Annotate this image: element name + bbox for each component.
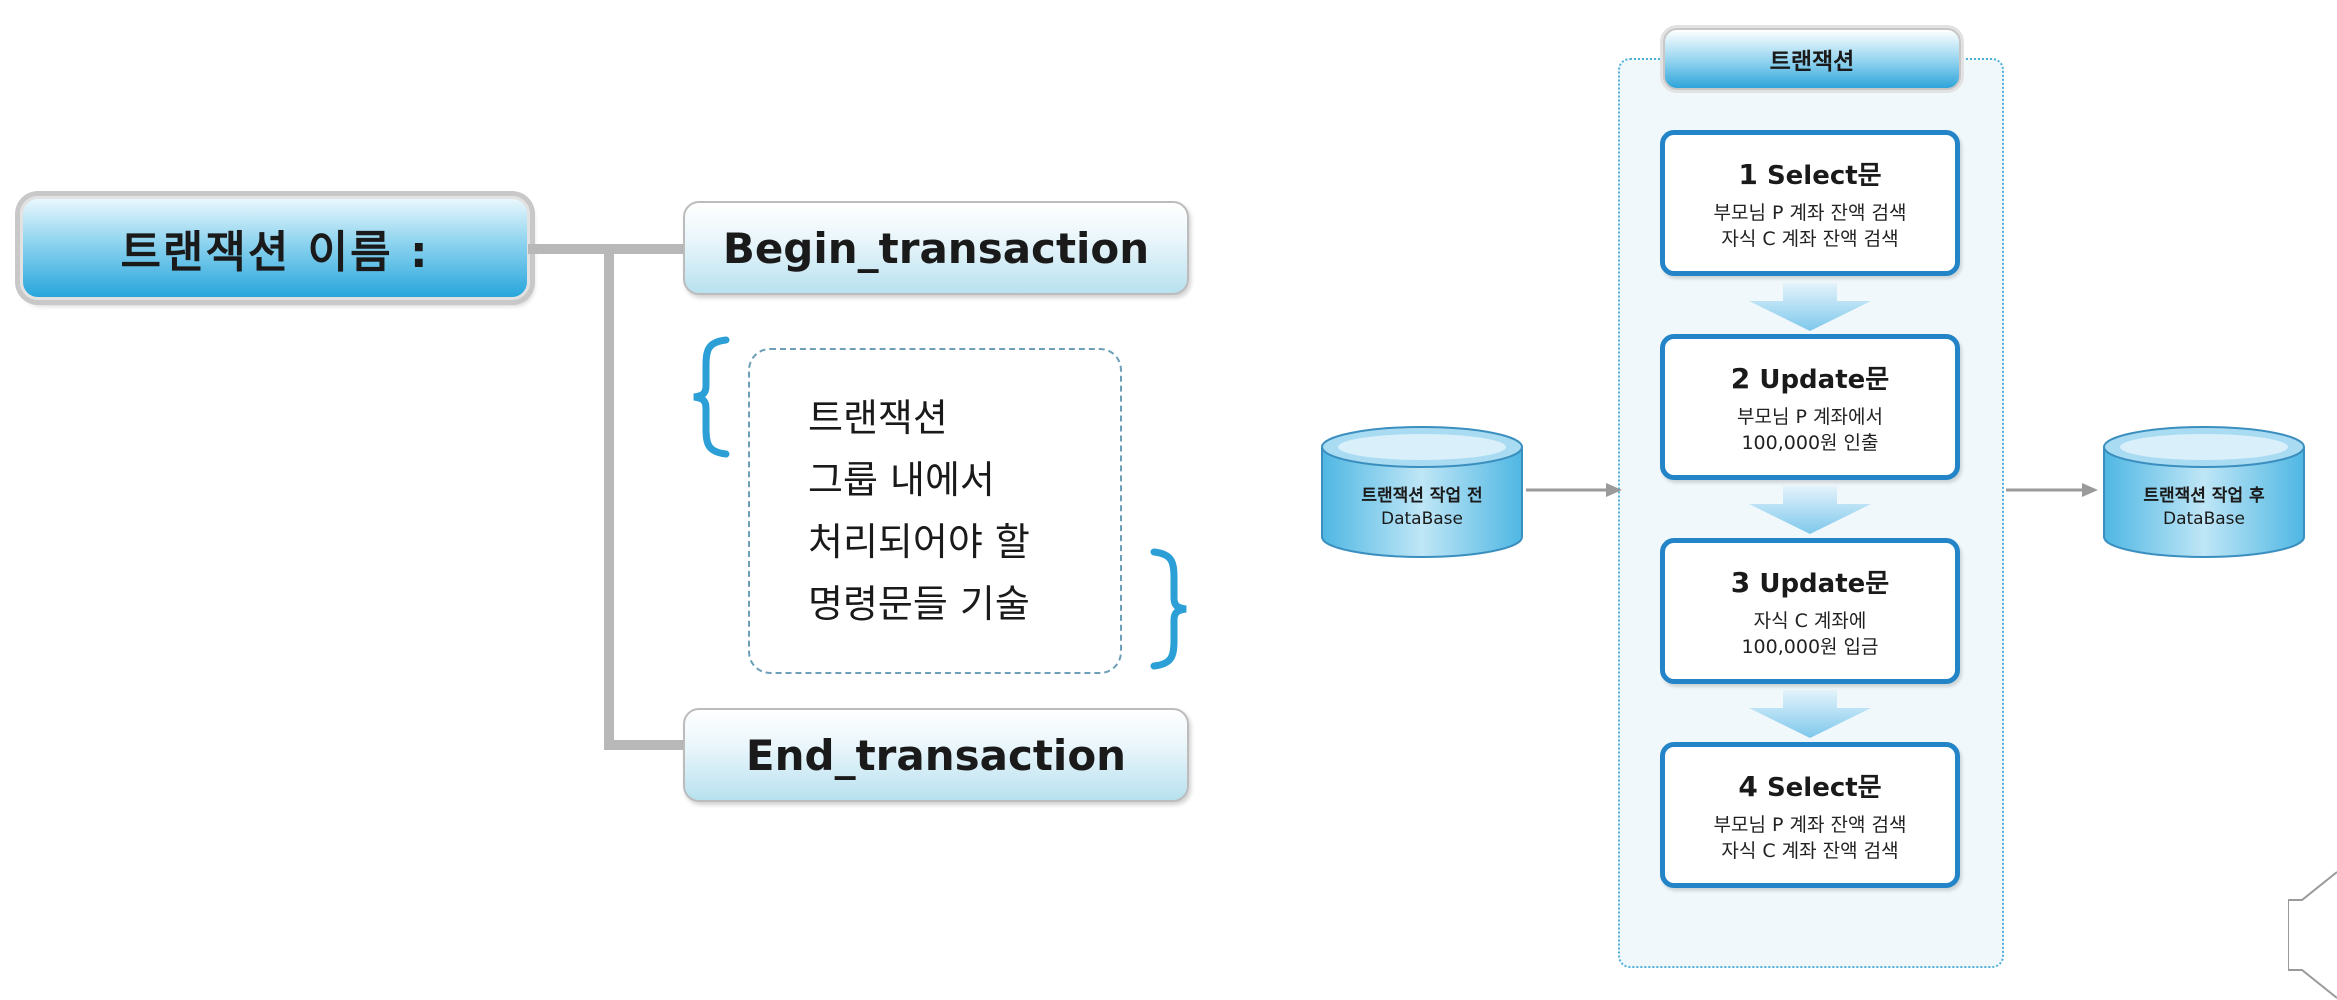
step-4-box: 4 Select문 부모님 P 계좌 잔액 검색 자식 C 계좌 잔액 검색	[1660, 742, 1960, 888]
step-1-title: 1 Select문	[1738, 155, 1881, 192]
database-after-label: 트랜잭션 작업 후 DataBase	[2100, 485, 2308, 531]
step-1-box: 1 Select문 부모님 P 계좌 잔액 검색 자식 C 계좌 잔액 검색	[1660, 130, 1960, 276]
step-4-line-1: 부모님 P 계좌 잔액 검색	[1713, 813, 1907, 836]
connector-vertical-trunk	[604, 244, 614, 750]
step-1-title-text: Select문	[1766, 160, 1882, 191]
step-3-title-text: Update문	[1759, 568, 1890, 599]
step-2-number: 2	[1730, 361, 1751, 395]
step-1-line-2: 자식 C 계좌 잔액 검색	[1721, 227, 1899, 250]
step-2-line-1: 부모님 P 계좌에서	[1737, 405, 1883, 428]
transaction-name-label: 트랜잭션 이름 :	[120, 227, 430, 278]
step-1-number: 1	[1738, 157, 1758, 191]
transaction-title-tab: 트랜잭션	[1663, 28, 1961, 90]
step-2-title-text: Update문	[1759, 364, 1890, 395]
end-transaction-box: End_transaction	[683, 708, 1189, 802]
begin-transaction-box: Begin_transaction	[683, 201, 1189, 295]
step-4-line-2: 자식 C 계좌 잔액 검색	[1721, 839, 1899, 862]
step-4-number: 4	[1738, 769, 1758, 803]
database-before-icon: 트랜잭션 작업 전 DataBase	[1318, 423, 1526, 561]
step-2-box: 2 Update문 부모님 P 계좌에서 100,000원 인출	[1660, 334, 1960, 480]
arrow-right-in-icon	[1526, 483, 1622, 497]
database-before-line-1: 트랜잭션 작업 전	[1361, 486, 1483, 506]
arrow-down-1-icon	[1749, 283, 1871, 331]
commands-line-4: 명령문들 기술	[808, 582, 1030, 626]
step-3-box: 3 Update문 자식 C 계좌에 100,000원 입금	[1660, 538, 1960, 684]
step-1-line-1: 부모님 P 계좌 잔액 검색	[1713, 201, 1907, 224]
step-3-title: 3 Update문	[1731, 563, 1889, 600]
right-brace-icon	[1150, 548, 1187, 670]
arrow-down-2-icon	[1749, 486, 1871, 534]
connector-horizontal-end	[604, 740, 686, 750]
database-before-line-2: DataBase	[1381, 509, 1463, 529]
step-2-title: 2 Update문	[1731, 359, 1889, 396]
commands-line-3: 처리되어야 할	[808, 520, 1030, 564]
commands-box: 트랜잭션 그룹 내에서 처리되어야 할 명령문들 기술	[748, 348, 1122, 674]
step-3-line-1: 자식 C 계좌에	[1753, 609, 1867, 632]
transaction-name-box: 트랜잭션 이름 :	[20, 196, 530, 300]
step-3-line-2: 100,000원 입금	[1741, 635, 1879, 658]
arrow-down-3-icon	[1749, 690, 1871, 738]
step-2-line-2: 100,000원 인출	[1741, 431, 1879, 454]
transaction-title: 트랜잭션	[1769, 49, 1855, 75]
end-transaction-label: End_transaction	[745, 730, 1127, 780]
database-after-icon: 트랜잭션 작업 후 DataBase	[2100, 423, 2308, 561]
database-after-line-1: 트랜잭션 작업 후	[2143, 486, 2265, 506]
commands-line-2: 그룹 내에서	[808, 458, 995, 502]
step-3-number: 3	[1730, 565, 1751, 599]
commands-line-1: 트랜잭션	[808, 396, 948, 440]
database-after-line-2: DataBase	[2163, 509, 2245, 529]
left-brace-icon	[693, 336, 730, 458]
begin-transaction-label: Begin_transaction	[722, 223, 1150, 273]
step-4-title: 4 Select문	[1738, 767, 1881, 804]
database-before-label: 트랜잭션 작업 전 DataBase	[1318, 485, 1526, 531]
arrow-right-out-icon	[2006, 483, 2098, 497]
corner-arrow-shape-icon	[2288, 871, 2337, 999]
step-4-title-text: Select문	[1766, 772, 1882, 803]
